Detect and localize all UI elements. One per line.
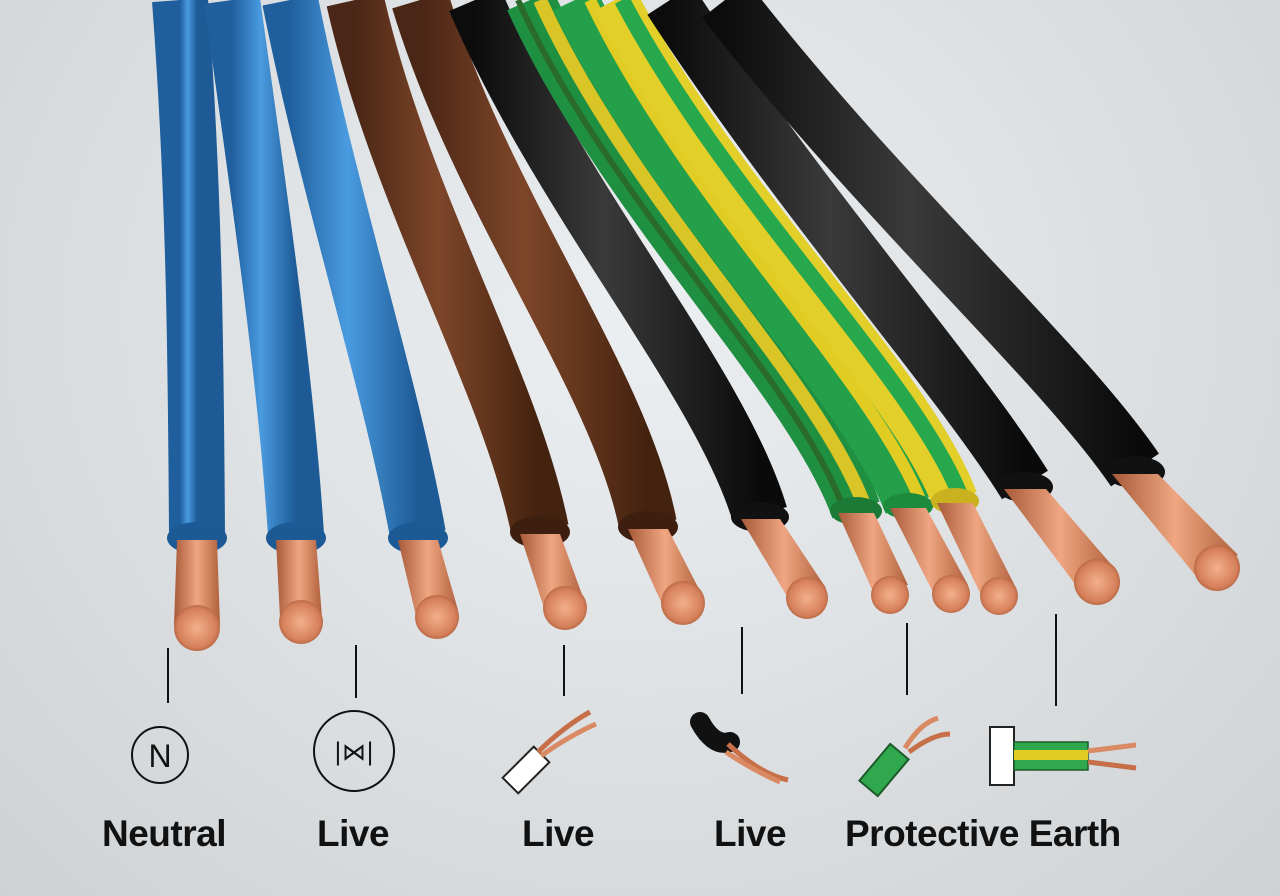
- wire-blue-1: [152, 0, 225, 536]
- copper-3: [398, 540, 459, 639]
- wire-blue-2: [204, 0, 324, 537]
- earth-connector-icon: [989, 726, 1137, 786]
- label-live-1: Live: [317, 813, 390, 854]
- wire-black-3: [702, 0, 1159, 487]
- live-symbol-icon: |⋈|: [313, 710, 395, 792]
- neutral-symbol-letter: N: [148, 738, 171, 774]
- leader-lines: [167, 614, 1057, 706]
- wire-black-1: [449, 0, 787, 524]
- wire-blue-3: [262, 0, 446, 540]
- label-live-2: Live: [522, 813, 595, 854]
- label-neutral: Neutral: [102, 813, 226, 854]
- copper-1: [174, 540, 220, 651]
- wire-black-2: [647, 0, 1048, 500]
- live-symbol-text: |⋈|: [334, 738, 374, 766]
- wire-earth-2: [553, 0, 931, 514]
- copper-5: [628, 529, 705, 625]
- copper-9: [937, 503, 1018, 615]
- copper-7: [838, 513, 909, 614]
- copper-conductors: [174, 474, 1240, 651]
- neutral-symbol-icon: N: [131, 726, 189, 784]
- black-sleeve-wire-icon: [690, 712, 789, 785]
- copper-8: [890, 508, 970, 613]
- wire-earth-3: [594, 0, 977, 509]
- copper-6: [741, 519, 828, 619]
- copper-10: [1004, 489, 1120, 605]
- label-protective-earth: Protective Earth: [845, 813, 1121, 854]
- white-sleeve-wire-icon: [501, 709, 597, 795]
- copper-2: [276, 540, 323, 644]
- green-sleeve-wire-icon: [857, 715, 951, 798]
- copper-11: [1112, 474, 1240, 591]
- copper-4: [520, 534, 587, 630]
- wire-brown-1: [326, 0, 569, 536]
- wire-brown-2: [392, 0, 677, 531]
- wire-earth-1: [507, 0, 880, 519]
- label-live-3: Live: [714, 813, 787, 854]
- wires-group: [152, 0, 1159, 540]
